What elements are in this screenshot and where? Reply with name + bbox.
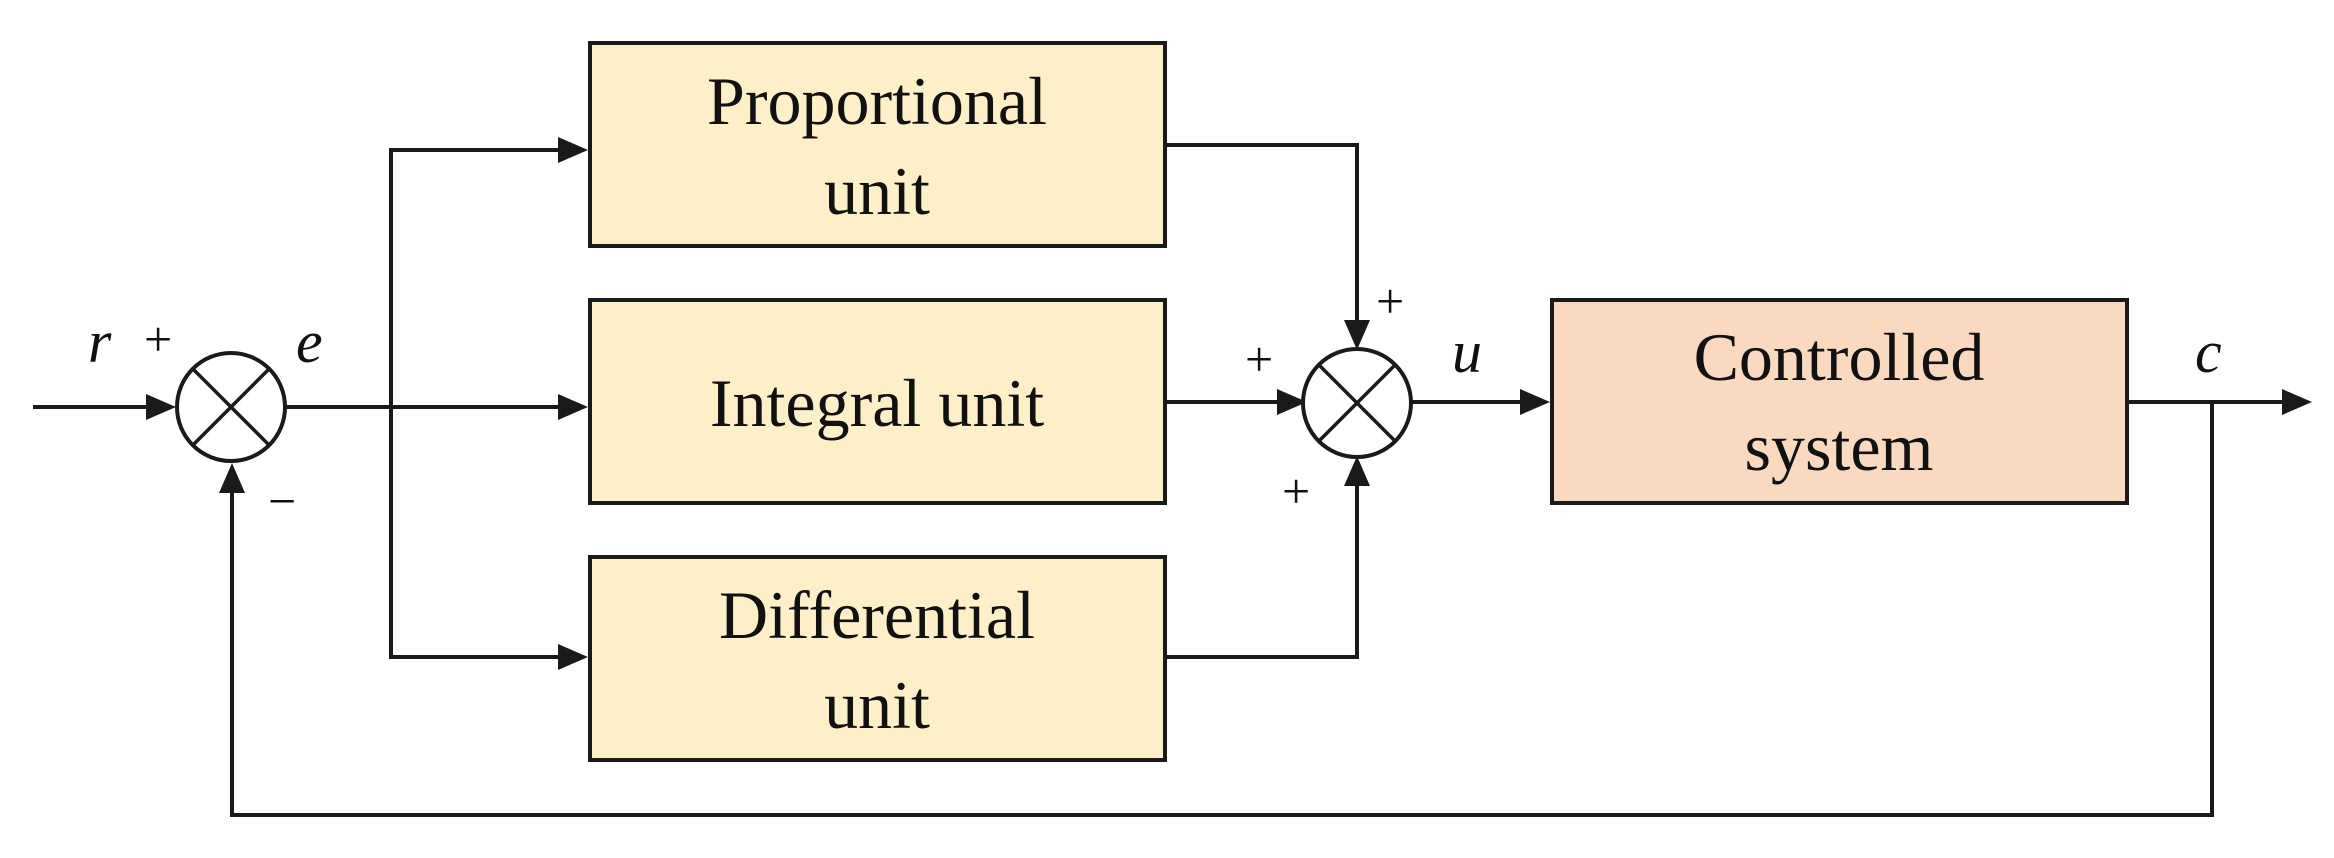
sum2-differential-sign: + bbox=[1282, 463, 1310, 519]
proportional-unit-box bbox=[588, 41, 1167, 248]
summing-junction-control bbox=[1301, 347, 1413, 459]
error-signal-label: e bbox=[296, 309, 323, 375]
error-to-proportional-arrow bbox=[389, 137, 588, 163]
reference-signal-label: r bbox=[88, 309, 112, 375]
integral-output-arrow bbox=[1163, 389, 1307, 415]
proportional-unit-block: Proportional unit bbox=[588, 41, 1167, 248]
feedback-path-arrow bbox=[219, 400, 2214, 817]
reference-input-arrow bbox=[33, 394, 176, 420]
controlled-system-label-line1: Controlled bbox=[1694, 319, 1985, 395]
error-to-differential-arrow bbox=[389, 644, 588, 670]
summing-junction-error bbox=[175, 351, 287, 463]
integral-unit-box bbox=[588, 298, 1167, 505]
sum2-proportional-sign: + bbox=[1376, 273, 1404, 329]
proportional-unit-label-line2: unit bbox=[824, 153, 930, 229]
error-to-integral-arrow bbox=[389, 394, 588, 420]
output-arrow bbox=[2125, 389, 2312, 415]
sum1-feedback-sign: − bbox=[268, 473, 296, 529]
output-signal-label: c bbox=[2195, 319, 2222, 385]
differential-output-arrow bbox=[1163, 456, 1370, 659]
integral-unit-block: Integral unit bbox=[588, 298, 1167, 505]
differential-unit-block: Differential unit bbox=[588, 555, 1167, 762]
sum1-reference-sign: + bbox=[144, 311, 172, 367]
differential-unit-label-line2: unit bbox=[824, 667, 930, 743]
control-signal-arrow bbox=[1410, 389, 1550, 415]
controlled-system-block: Controlled system bbox=[1550, 298, 2129, 505]
controlled-system-label-line2: system bbox=[1745, 409, 1934, 485]
proportional-output-arrow bbox=[1163, 143, 1370, 350]
differential-unit-label-line1: Differential bbox=[719, 577, 1035, 653]
integral-unit-label: Integral unit bbox=[710, 365, 1044, 441]
differential-unit-box bbox=[588, 555, 1167, 762]
control-signal-label: u bbox=[1452, 319, 1482, 385]
controlled-system-box bbox=[1550, 298, 2129, 505]
proportional-unit-label-line1: Proportional bbox=[707, 63, 1047, 139]
sum2-integral-sign: + bbox=[1245, 331, 1273, 387]
